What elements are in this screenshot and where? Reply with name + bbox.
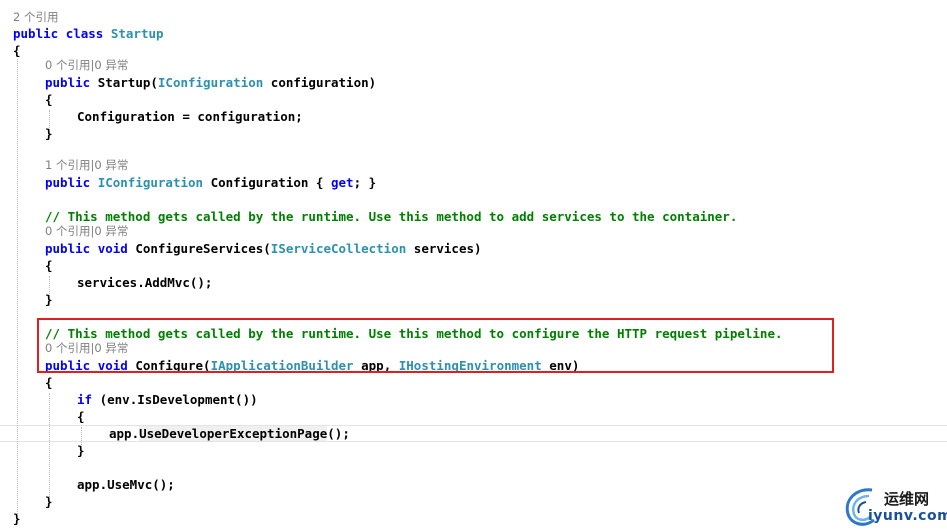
code-comment: // This method gets called by the runtim… xyxy=(45,326,783,341)
indent-guide xyxy=(49,393,50,497)
code-line-brace: } xyxy=(45,126,53,141)
code-line-add-mvc: services.AddMvc(); xyxy=(77,275,213,290)
if-condition: (env.IsDevelopment()) xyxy=(92,392,258,407)
watermark: 运维网 iyunv.com xyxy=(842,484,947,530)
code-line-brace: } xyxy=(77,443,85,458)
watermark-url: iyunv.com xyxy=(868,508,947,524)
type-name: IServiceCollection xyxy=(270,241,407,256)
class-name: Startup xyxy=(110,26,164,41)
keyword: get xyxy=(330,175,354,190)
keyword: public xyxy=(13,26,59,41)
indent-guide xyxy=(49,276,50,296)
code-text: app. xyxy=(109,426,140,441)
code-line-brace: } xyxy=(45,292,53,307)
param: env) xyxy=(541,358,580,373)
keyword: class xyxy=(65,26,104,41)
code-line-use-dev-exception: app.UseDeveloperExceptionPage(); xyxy=(109,425,350,442)
keyword: void xyxy=(97,241,128,256)
code-line-brace: { xyxy=(13,43,21,58)
method-name: Configure( xyxy=(127,358,211,373)
code-line-brace: { xyxy=(45,92,53,107)
code-comment: // This method gets called by the runtim… xyxy=(45,209,738,224)
code-line-use-mvc: app.UseMvc(); xyxy=(77,477,175,492)
code-line-configure-services: public void ConfigureServices(IServiceCo… xyxy=(45,240,482,257)
code-line-property: public IConfiguration Configuration { ge… xyxy=(45,174,376,191)
prop-end: ; } xyxy=(353,175,377,190)
keyword: public xyxy=(45,175,91,190)
swirl-logo-icon xyxy=(845,488,875,526)
code-line-configure: public void Configure(IApplicationBuilde… xyxy=(45,357,579,374)
param: services) xyxy=(406,241,482,256)
code-line-ctor-body: Configuration = configuration; xyxy=(77,109,303,124)
type-name: IHostingEnvironment xyxy=(398,358,542,373)
keyword: if xyxy=(77,392,93,407)
codelens-prop[interactable]: 1 个引用|0 异常 xyxy=(45,158,129,172)
code-line-brace: } xyxy=(45,494,53,509)
code-line-brace: { xyxy=(77,409,85,424)
highlight-annotation-box xyxy=(37,318,834,373)
codelens-configure-services[interactable]: 0 个引用|0 异常 xyxy=(45,224,129,238)
indent-guide xyxy=(81,427,82,447)
code-line-class-decl: public class Startup xyxy=(13,25,164,42)
code-line-brace: { xyxy=(45,258,53,273)
method-call-highlight: UseDeveloperExceptionPage xyxy=(139,426,328,441)
code-line-ctor: public Startup(IConfiguration configurat… xyxy=(45,74,376,91)
codelens-configure[interactable]: 0 个引用|0 异常 xyxy=(45,341,129,355)
codelens-class-refs[interactable]: 2 个引用 xyxy=(13,10,59,24)
code-line-if: if (env.IsDevelopment()) xyxy=(77,391,258,408)
indent-guide xyxy=(49,110,50,130)
param: app, xyxy=(353,358,399,373)
ctor-param: configuration) xyxy=(263,75,377,90)
watermark-title: 运维网 xyxy=(884,490,930,508)
prop-name: Configuration { xyxy=(203,175,331,190)
keyword: public xyxy=(45,358,91,373)
method-name: ConfigureServices( xyxy=(127,241,271,256)
indent-guide xyxy=(17,59,18,514)
keyword: public xyxy=(45,241,91,256)
current-line-indicator xyxy=(0,425,947,442)
ctor-name: Startup( xyxy=(97,75,158,90)
type-name: IConfiguration xyxy=(157,75,264,90)
type-name: IConfiguration xyxy=(97,175,204,190)
codelens-ctor[interactable]: 0 个引用|0 异常 xyxy=(45,58,129,72)
code-text: (); xyxy=(327,426,350,441)
code-line-brace: { xyxy=(45,375,53,390)
type-name: IApplicationBuilder xyxy=(210,358,354,373)
code-line-brace: } xyxy=(13,511,21,526)
keyword: public xyxy=(45,75,91,90)
keyword: void xyxy=(97,358,128,373)
